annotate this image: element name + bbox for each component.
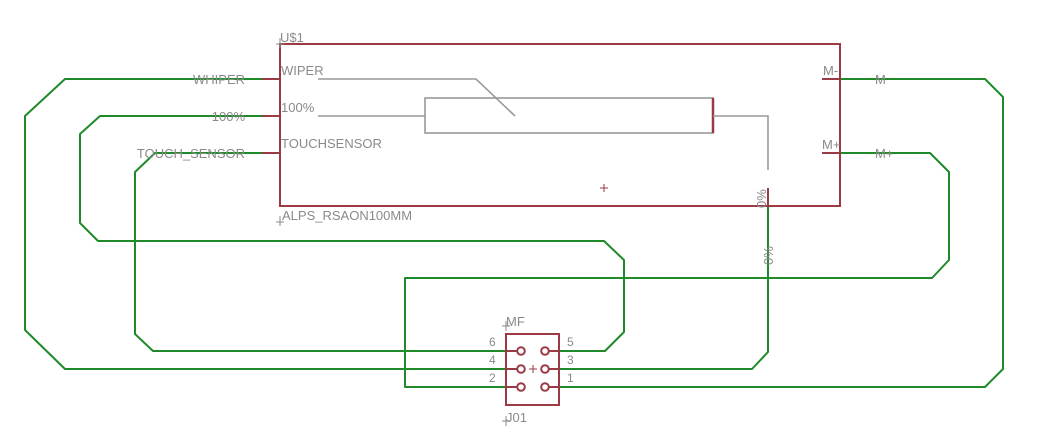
u1-value-label: ALPS_RSAON100MM <box>282 208 412 223</box>
net-touch-sensor-label: TOUCH_SENSOR <box>137 146 245 161</box>
net-m-wire[interactable] <box>543 78 1004 388</box>
resistor-right-lead-symbol <box>713 115 769 170</box>
j01-pin-4-pad[interactable] <box>516 364 526 374</box>
net-touch-sensor-wire[interactable] <box>134 152 525 352</box>
u1-origin-cross <box>600 184 608 192</box>
j01-value-label: MF <box>506 314 525 329</box>
j01-pin-5-pad[interactable] <box>540 346 550 356</box>
j01-value-cross <box>502 321 510 331</box>
u1-pin-0-label: 0% <box>754 189 769 208</box>
u1-pin-100-label: 100% <box>281 100 315 115</box>
u1-pin-touchsensor-label: TOUCHSENSOR <box>281 136 382 151</box>
j01-pin-1-pad[interactable] <box>540 382 550 392</box>
u1-value-cross <box>276 216 284 226</box>
u1-pin-wiper-label: WIPER <box>281 63 324 78</box>
j01-pin-3-pad[interactable] <box>540 364 550 374</box>
net-100-label: 100% <box>212 109 246 124</box>
j01-pin-5-number: 5 <box>567 335 574 349</box>
j01-pin-1-number: 1 <box>567 371 574 385</box>
net-0-label: 0% <box>761 246 776 265</box>
u1-part-frame[interactable] <box>279 43 841 207</box>
net-m-label: M <box>875 72 886 87</box>
net-m-plus-label: M+ <box>875 146 893 161</box>
net-100-wire[interactable] <box>79 115 625 352</box>
u1-name-label: U$1 <box>280 30 304 45</box>
resistor-body-symbol <box>424 97 714 134</box>
j01-pin-2-number: 2 <box>489 371 496 385</box>
j01-name-label: J01 <box>506 410 527 425</box>
j01-pin-6-pad[interactable] <box>516 346 526 356</box>
u1-pin-m-minus-label: M- <box>823 63 838 78</box>
j01-pin-3-number: 3 <box>567 353 574 367</box>
j01-name-cross <box>502 416 510 426</box>
net-whiper-wire[interactable] <box>24 78 525 370</box>
j01-pin-6-number: 6 <box>489 335 496 349</box>
j01-pin-stubs <box>506 350 559 388</box>
j01-pin-2-pad[interactable] <box>516 382 526 392</box>
net-m-plus-wire[interactable] <box>404 152 950 388</box>
u1-name-cross <box>276 38 284 48</box>
u1-pin-m-plus-label: M+ <box>822 137 840 152</box>
j01-pin-4-number: 4 <box>489 353 496 367</box>
j01-origin-cross <box>529 365 537 373</box>
net-0-wire[interactable] <box>543 190 769 370</box>
net-whiper-label: WHIPER <box>193 72 245 87</box>
wiper-lead-symbol <box>318 78 516 117</box>
